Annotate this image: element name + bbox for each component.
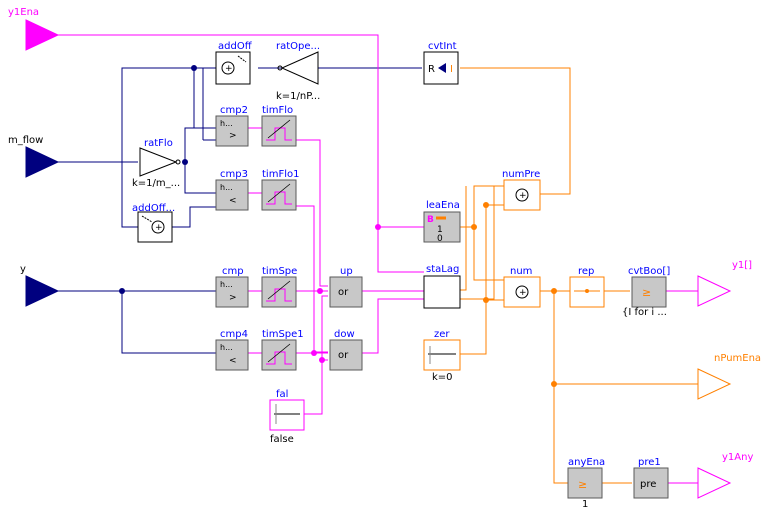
block-cmp-body: h...	[220, 280, 233, 289]
block-fal-label: fal	[276, 389, 288, 400]
block-cmp3-label: cmp3	[220, 169, 248, 180]
block-num-label: num	[510, 266, 532, 277]
block-timFlo-label: timFlo	[262, 105, 293, 116]
output-nPumEna[interactable]: nPumEna	[697, 353, 761, 400]
arrow-left-icon	[438, 63, 446, 73]
block-rep-label: rep	[578, 266, 594, 277]
block-cmp3-sym: <	[229, 196, 237, 206]
block-cmp4-sym: <	[229, 356, 237, 366]
block-staLag-label: staLag	[426, 264, 459, 275]
block-cmp2-body: h...	[220, 119, 233, 128]
block-ratOpe-label: ratOpe...	[276, 41, 320, 52]
block-pre1[interactable]: pre1 pre	[633, 457, 669, 499]
block-leaEna[interactable]: leaEna B 1 0	[423, 200, 461, 244]
block-cmp[interactable]: cmp h... >	[215, 266, 249, 308]
block-zer-label: zer	[434, 329, 450, 340]
block-cmp3-body: h...	[220, 183, 233, 192]
input-y1Ena-label: y1Ena	[8, 7, 39, 18]
block-zer[interactable]: zer k=0	[423, 329, 461, 383]
block-cmp2[interactable]: cmp2 h... >	[215, 105, 249, 147]
block-cvtBoo-label: cvtBoo[]	[628, 266, 670, 277]
block-cvtBoo-param: {I for i ...	[622, 307, 667, 318]
block-cvtInt-marker: I	[450, 64, 453, 75]
input-m_flow[interactable]: m_flow	[8, 135, 60, 178]
ge-icon: ≥	[642, 286, 651, 299]
block-cmp4[interactable]: cmp4 h... <	[215, 329, 249, 371]
input-y-label: y	[20, 264, 26, 275]
block-cmp4-label: cmp4	[220, 329, 248, 340]
svg-text:+: +	[225, 64, 233, 74]
input-y[interactable]: y	[20, 264, 60, 307]
block-zer-param: k=0	[432, 372, 453, 383]
output-nPumEna-label: nPumEna	[714, 353, 761, 364]
block-leaEna-b: B	[427, 215, 434, 225]
block-dow[interactable]: dow or	[329, 329, 363, 371]
block-up-label: up	[340, 266, 353, 277]
block-cmp-sym: >	[229, 293, 237, 303]
block-leaEna-label: leaEna	[426, 200, 460, 211]
block-addOff2-label: addOff...	[132, 203, 175, 214]
block-timSpe1[interactable]: timSpe1	[261, 329, 304, 371]
input-m_flow-label: m_flow	[8, 135, 43, 146]
block-num[interactable]: num +	[503, 266, 541, 308]
output-y1[interactable]: y1[]	[697, 260, 752, 307]
block-dow-body: or	[338, 350, 349, 361]
block-numPre[interactable]: numPre +	[502, 169, 541, 211]
block-pre1-label: pre1	[638, 457, 661, 468]
block-cvtInt-body: R	[428, 64, 435, 75]
block-anyEna-param: 1	[582, 499, 588, 510]
svg-text:+: +	[155, 223, 163, 233]
block-pre1-body: pre	[640, 479, 656, 490]
block-up[interactable]: up or	[329, 266, 363, 308]
block-addOff2[interactable]: addOff... +	[132, 203, 175, 243]
block-ratFlo-param: k=1/m_...	[132, 178, 180, 189]
block-timFlo[interactable]: timFlo	[261, 105, 297, 147]
block-dow-label: dow	[334, 329, 355, 340]
block-cmp2-sym: >	[229, 131, 237, 141]
block-cvtInt-label: cvtInt	[428, 41, 457, 52]
block-cvtBoo[interactable]: cvtBoo[] ≥ {I for i ...	[622, 266, 670, 318]
block-num-sym: +	[519, 288, 527, 298]
block-anyEna-label: anyEna	[568, 457, 605, 468]
block-up-body: or	[338, 287, 349, 298]
block-cmp2-label: cmp2	[220, 105, 248, 116]
wires-boolean	[58, 34, 698, 484]
block-fal[interactable]: fal false	[269, 389, 305, 445]
block-cmp3[interactable]: cmp3 h... <	[215, 169, 249, 211]
block-fal-param: false	[270, 434, 294, 445]
block-cvtInt[interactable]: cvtInt R I	[423, 41, 459, 85]
block-numPre-sym: +	[519, 191, 527, 201]
block-leaEna-one: 1	[437, 225, 443, 235]
block-numPre-label: numPre	[502, 169, 540, 180]
ge-icon-2: ≥	[578, 478, 587, 491]
block-ratOpe-param: k=1/nP...	[276, 91, 320, 102]
block-ratOpe[interactable]: ratOpe... k=1/nP...	[276, 41, 320, 102]
block-leaEna-zero: 0	[437, 234, 443, 244]
block-addOff-label: addOff	[218, 41, 253, 52]
block-timSpe[interactable]: timSpe	[261, 266, 297, 308]
block-anyEna[interactable]: anyEna ≥ 1	[567, 457, 605, 510]
block-ratFlo-label: ratFlo	[144, 138, 173, 149]
output-y1Any[interactable]: y1Any	[697, 452, 753, 499]
block-ratFlo[interactable]: ratFlo k=1/m_...	[132, 138, 181, 189]
input-y1Ena[interactable]: y1Ena	[8, 7, 60, 51]
block-timSpe-label: timSpe	[262, 266, 297, 277]
block-timSpe1-label: timSpe1	[262, 329, 304, 340]
output-y1Any-label: y1Any	[722, 452, 753, 463]
block-timFlo1-label: timFlo1	[262, 169, 299, 180]
block-rep[interactable]: rep	[569, 266, 605, 308]
output-y1-label: y1[]	[732, 260, 752, 271]
block-timFlo1[interactable]: timFlo1	[261, 169, 299, 211]
block-cmp4-body: h...	[220, 343, 233, 352]
block-cmp-label: cmp	[222, 266, 244, 277]
junction-dots	[119, 65, 557, 387]
block-addOff[interactable]: addOff +	[215, 41, 253, 85]
block-staLag[interactable]: staLag	[423, 264, 461, 309]
